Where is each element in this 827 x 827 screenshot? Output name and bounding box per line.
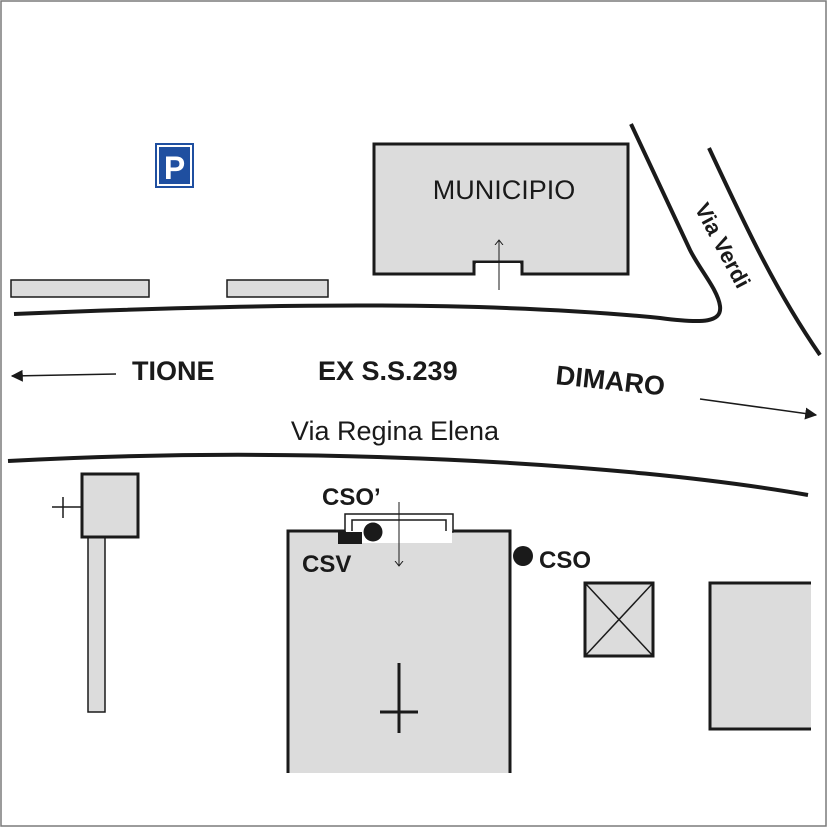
cso-prime-marker	[363, 522, 383, 542]
municipio-building	[372, 142, 630, 276]
cso-marker	[513, 546, 533, 566]
sidewalk-strip-left	[10, 279, 150, 298]
church-cross-icon	[380, 663, 418, 733]
road-code-label: EX S.S.239	[318, 356, 458, 386]
bell-tower	[52, 472, 140, 713]
municipio-label: MUNICIPIO	[433, 175, 576, 205]
church-building	[286, 502, 512, 773]
csv-marker	[338, 532, 362, 544]
tione-label: TIONE	[132, 356, 215, 386]
road-edge-north	[13, 123, 723, 324]
parking-sign-icon: P	[155, 143, 194, 188]
direction-arrow-icon-west	[10, 369, 117, 382]
crossed-box-icon	[583, 581, 655, 658]
cso-label: CSO	[539, 547, 591, 574]
parking-sign-letter: P	[164, 150, 185, 186]
bell-tower-cross-icon	[52, 497, 82, 518]
via-verdi-edge-east	[707, 147, 822, 357]
csv-label: CSV	[302, 551, 351, 578]
direction-arrow-icon-east	[699, 398, 818, 420]
cso-prime-label: CSO’	[322, 484, 381, 511]
building-right	[708, 581, 811, 731]
via-regina-elena-label: Via Regina Elena	[291, 416, 500, 446]
road-edge-south	[7, 452, 809, 497]
sidewalk-strip-middle	[226, 279, 329, 298]
